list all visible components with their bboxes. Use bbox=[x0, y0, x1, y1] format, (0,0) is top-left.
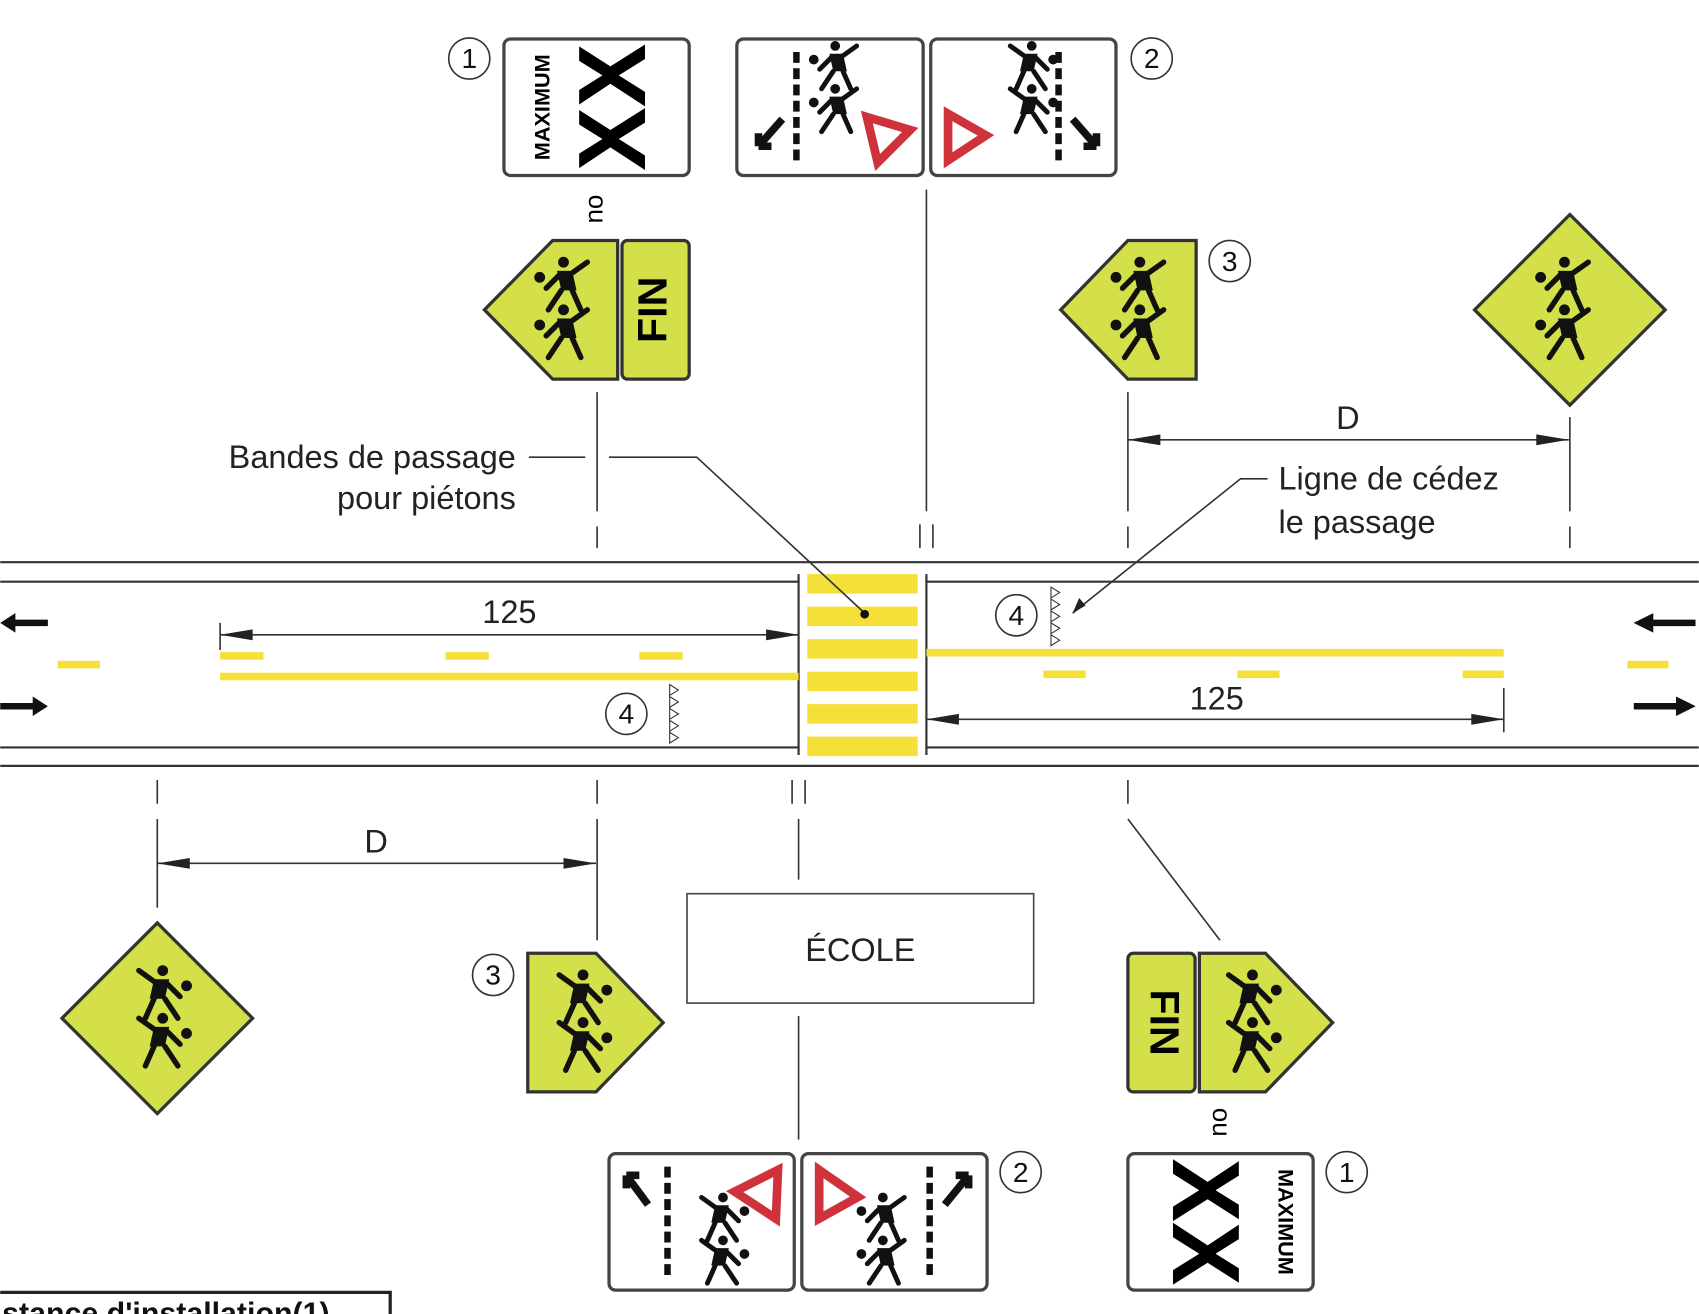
svg-text:3: 3 bbox=[1222, 246, 1238, 277]
max-speed-sign-bottom: MAXIMUM XX bbox=[1126, 1152, 1315, 1292]
school-label: ÉCOLE bbox=[805, 932, 915, 968]
dimension-label: D bbox=[364, 824, 387, 860]
or-label: ou bbox=[583, 195, 613, 224]
table-heading: istance d'installation(1) bbox=[0, 1298, 330, 1314]
crosswalk-label: Bandes de passage bbox=[229, 439, 516, 475]
svg-text:MAXIMUM: MAXIMUM bbox=[1273, 1169, 1298, 1275]
school-box: ÉCOLE bbox=[686, 892, 1035, 1004]
dimension-d-top: D bbox=[1127, 400, 1569, 446]
svg-text:1: 1 bbox=[1339, 1157, 1355, 1188]
dimension-d-bottom: D bbox=[157, 824, 597, 869]
svg-text:1: 1 bbox=[461, 43, 477, 74]
lane-arrows bbox=[0, 613, 1696, 717]
crosswalk-sign-bottom-left bbox=[607, 1152, 796, 1292]
svg-text:XX: XX bbox=[1152, 1158, 1258, 1285]
school-sign-bottom-left bbox=[526, 951, 666, 1094]
svg-text:4: 4 bbox=[619, 699, 635, 730]
extension-lines bbox=[156, 189, 1571, 1140]
installation-distance-table: istance d'installation(1) bbox=[0, 1290, 392, 1314]
svg-text:FIN: FIN bbox=[1142, 989, 1188, 1055]
svg-text:FIN: FIN bbox=[629, 277, 675, 343]
crosswalk-label: pour piétons bbox=[337, 480, 516, 516]
crosswalk-sign-bottom-right bbox=[800, 1152, 989, 1292]
dimension-label: 125 bbox=[482, 594, 536, 630]
school-zone-diamond-top bbox=[1472, 212, 1668, 408]
dimension-label: 125 bbox=[1190, 681, 1244, 717]
crosswalk-sign-top-right bbox=[929, 37, 1118, 178]
school-end-sign-bottom: FIN bbox=[1126, 951, 1335, 1094]
crosswalk-bars bbox=[807, 574, 918, 757]
yield-line-label: Ligne de cédez bbox=[1278, 461, 1498, 497]
center-line-markings bbox=[57, 648, 1669, 681]
dimension-125-right: 125 bbox=[926, 681, 1505, 733]
yield-line-label: le passage bbox=[1278, 504, 1435, 540]
dimension-125-left: 125 bbox=[219, 594, 799, 650]
crosswalk-sign-top-left bbox=[735, 37, 925, 178]
school-end-sign-top: FIN bbox=[482, 238, 691, 381]
svg-text:4: 4 bbox=[1008, 600, 1024, 631]
school-sign-top-right bbox=[1058, 238, 1198, 381]
callouts: 1 2 3 4 4 3 2 1 bbox=[447, 37, 1369, 1194]
svg-text:3: 3 bbox=[485, 960, 501, 991]
road bbox=[0, 561, 1699, 767]
svg-text:2: 2 bbox=[1013, 1157, 1029, 1188]
svg-text:MAXIMUM: MAXIMUM bbox=[529, 54, 554, 160]
max-speed-sign-top: MAXIMUM XX bbox=[502, 37, 691, 178]
or-label: ou bbox=[1207, 1108, 1237, 1137]
svg-text:XX: XX bbox=[560, 44, 666, 171]
school-zone-diamond-bottom bbox=[59, 920, 255, 1116]
dimension-label: D bbox=[1336, 400, 1359, 436]
svg-text:2: 2 bbox=[1144, 43, 1160, 74]
